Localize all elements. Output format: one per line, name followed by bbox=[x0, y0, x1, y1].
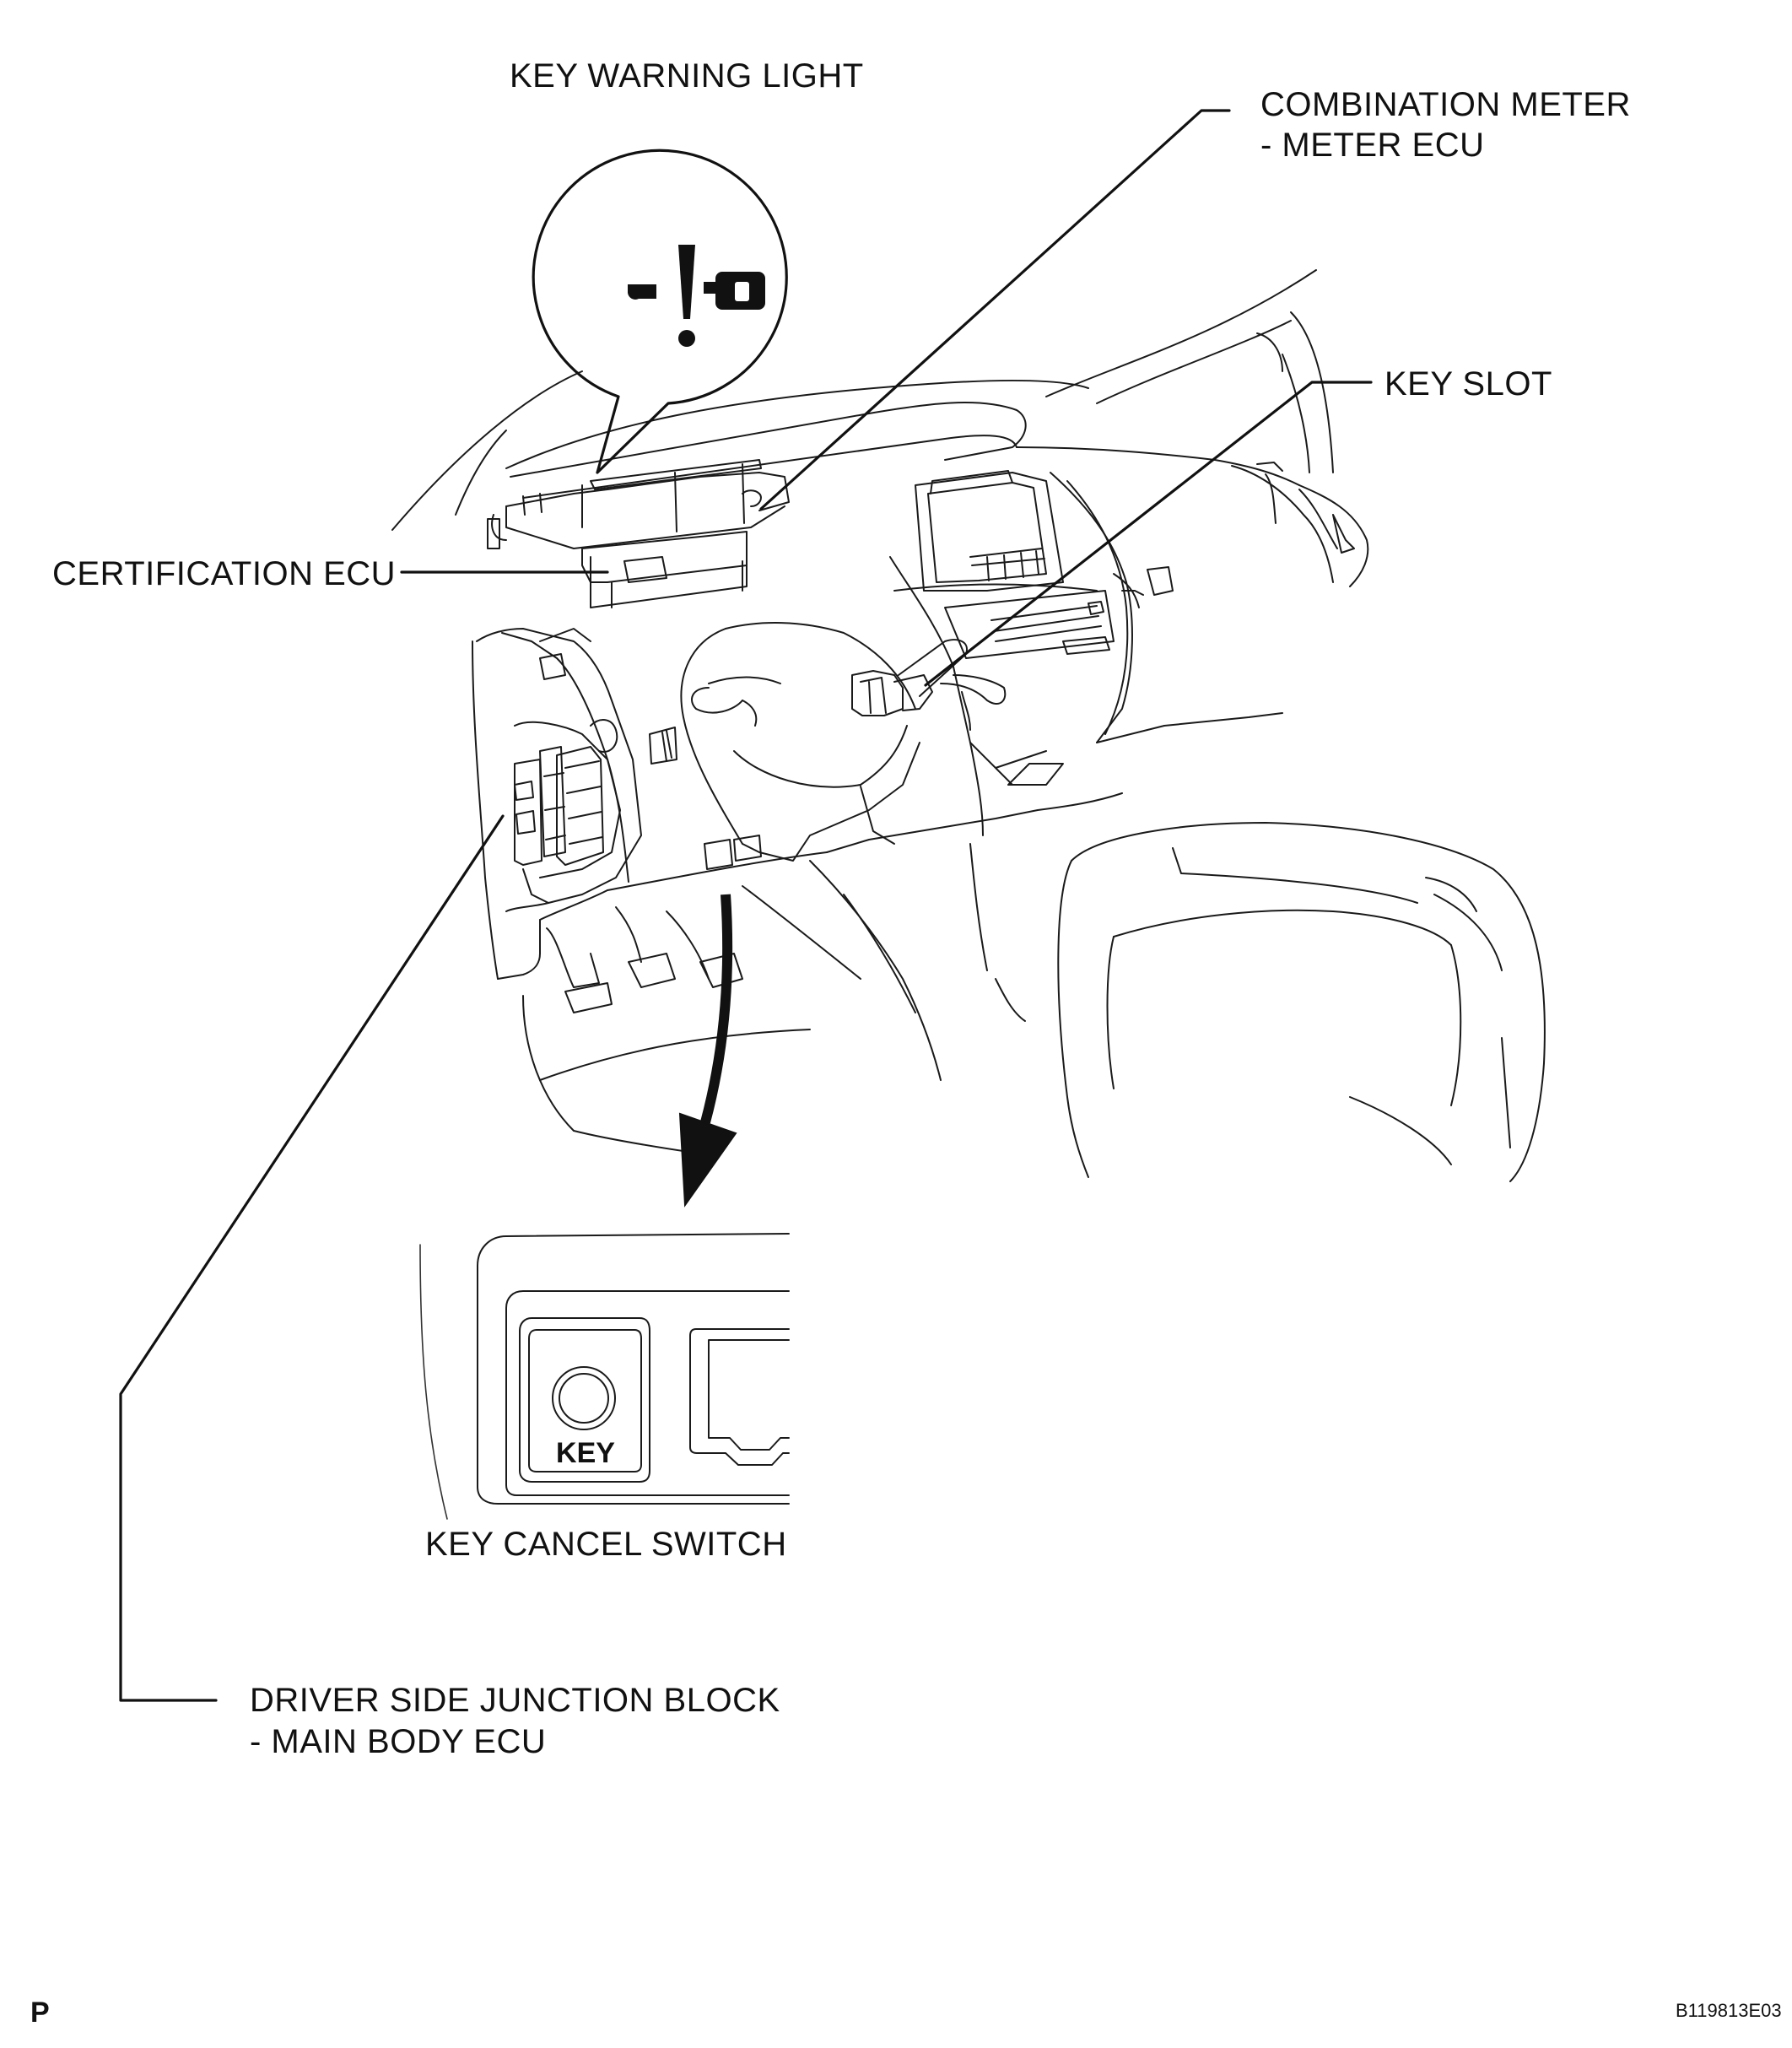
key-slot-bracket bbox=[851, 670, 933, 716]
label-main-body-ecu: - MAIN BODY ECU bbox=[250, 1723, 547, 1760]
key-cancel-switch-inset bbox=[419, 1233, 790, 1520]
center-console bbox=[889, 470, 1283, 836]
pointer-arrow bbox=[678, 835, 762, 1208]
figure-code: B119813E03 bbox=[1676, 2000, 1782, 2021]
certification-ecu-assembly bbox=[487, 459, 790, 608]
cabin-outline bbox=[391, 269, 1334, 531]
dashboard-top bbox=[510, 402, 1369, 587]
label-meter-ecu: - METER ECU bbox=[1260, 127, 1485, 164]
key-button-text: KEY bbox=[556, 1437, 615, 1469]
lower-dash bbox=[472, 628, 1123, 1157]
leader-lines bbox=[119, 109, 1373, 1702]
driver-seat bbox=[1057, 822, 1546, 1182]
label-key-warning-light: KEY WARNING LIGHT bbox=[510, 57, 864, 95]
corner-mark: P bbox=[30, 1997, 50, 2029]
key-warning-icon bbox=[628, 245, 765, 347]
junction-block bbox=[476, 628, 642, 912]
warning-light-callout bbox=[532, 149, 788, 474]
label-certification-ecu: CERTIFICATION ECU bbox=[52, 555, 397, 592]
label-key-slot: KEY SLOT bbox=[1384, 365, 1552, 403]
label-driver-side-junction-block: DRIVER SIDE JUNCTION BLOCK bbox=[250, 1682, 780, 1719]
label-combination-meter: COMBINATION METER bbox=[1260, 86, 1631, 123]
label-key-cancel-switch: KEY CANCEL SWITCH bbox=[425, 1526, 787, 1563]
